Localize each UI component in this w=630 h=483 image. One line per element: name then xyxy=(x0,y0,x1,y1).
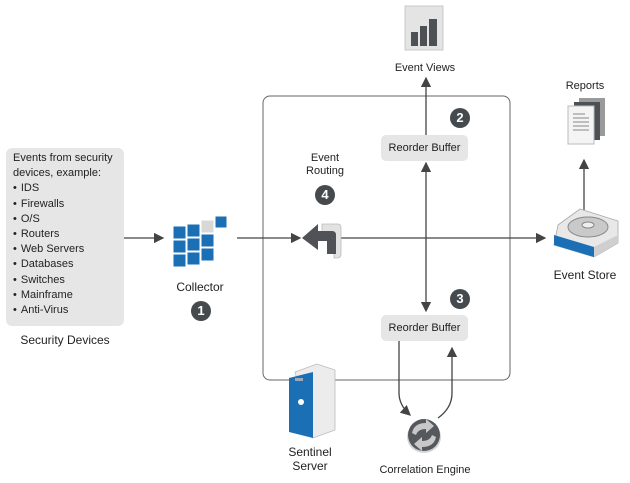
device-item: Mainframe xyxy=(13,288,124,303)
event-views-label: Event Views xyxy=(394,62,456,74)
arrow-buffer3-to-correlation xyxy=(398,341,411,416)
step-badge-1: 1 xyxy=(191,301,211,321)
reorder-buffer-top: Reorder Buffer xyxy=(381,135,468,161)
step-badge-3: 3 xyxy=(450,289,470,309)
device-item: Anti-Virus xyxy=(13,303,124,318)
security-devices-label: Security Devices xyxy=(20,333,110,347)
collector-icon xyxy=(172,215,228,268)
device-item: O/S xyxy=(13,212,124,227)
sentinel-server-icon xyxy=(289,363,336,439)
device-item: Routers xyxy=(13,227,124,242)
correlation-engine-cycle-icon xyxy=(407,419,441,453)
event-views-chart-icon xyxy=(404,5,444,51)
event-store-disk-icon xyxy=(553,208,619,258)
device-item: Firewalls xyxy=(13,197,124,212)
reorder-buffer-bottom: Reorder Buffer xyxy=(381,315,468,341)
correlation-engine-label: Correlation Engine xyxy=(379,464,471,476)
security-devices-box: Events from security devices, example: I… xyxy=(6,148,124,326)
device-item: IDS xyxy=(13,181,124,196)
collector-label: Collector xyxy=(176,280,224,294)
reports-icon xyxy=(567,98,605,145)
reports-label: Reports xyxy=(565,80,605,92)
security-devices-intro: Events from security devices, example: xyxy=(13,152,113,180)
step-badge-4: 4 xyxy=(315,185,335,205)
arrow-correlation-to-buffer3 xyxy=(437,346,458,419)
device-item: Switches xyxy=(13,273,124,288)
step-badge-2: 2 xyxy=(450,108,470,128)
device-item: Databases xyxy=(13,257,124,272)
event-routing-label: Event Routing xyxy=(306,152,344,177)
device-item: Web Servers xyxy=(13,242,124,257)
event-store-label: Event Store xyxy=(553,268,617,282)
security-devices-list: IDS Firewalls O/S Routers Web Servers Da… xyxy=(13,181,124,318)
routing-arrow-icon xyxy=(302,223,342,259)
sentinel-server-label: Sentinel Server xyxy=(288,445,332,473)
